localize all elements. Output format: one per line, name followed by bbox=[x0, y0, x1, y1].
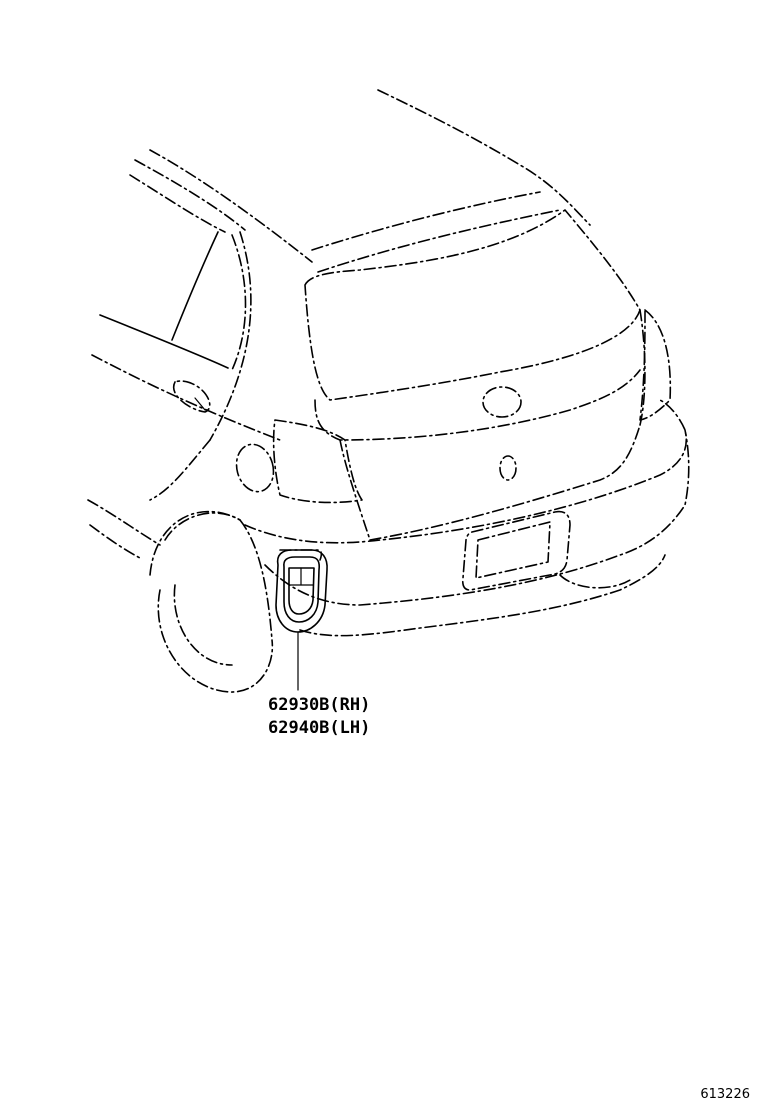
part-label-lh: 62940B(LH) bbox=[268, 718, 370, 738]
figure-number: 613226 bbox=[700, 1087, 750, 1102]
car-body-outline bbox=[87, 89, 690, 693]
rear-reflector bbox=[275, 549, 328, 633]
part-label-rh: 62930B(RH) bbox=[268, 695, 370, 715]
